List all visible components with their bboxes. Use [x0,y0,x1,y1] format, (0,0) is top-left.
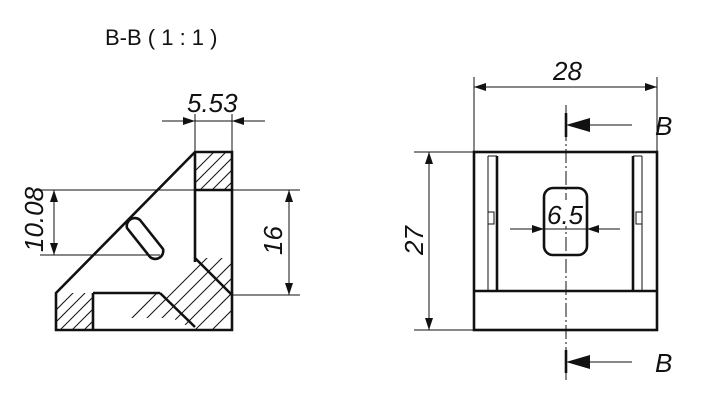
dim-16: 16 [232,189,300,296]
dim-27: 27 [399,151,474,331]
dim-28: 28 [473,56,658,152]
section-marker-bottom: B [564,348,672,378]
front-view: 28 27 6.5 [399,56,672,380]
hatch-top [195,152,232,190]
section-title: B-B ( 1 : 1 ) [105,25,217,50]
dim-text-10-08: 10.08 [19,186,49,252]
dim-text-6-5: 6.5 [547,200,584,230]
dim-6-5: 6.5 [510,200,620,233]
hatch-bottom-left [56,293,93,330]
slot-outline [125,216,165,261]
section-marker-top: B [564,111,672,141]
dim-text-16: 16 [258,226,288,255]
dim-text-28: 28 [552,56,582,86]
section-marker-label-bottom: B [655,348,672,378]
dim-text-5-53: 5.53 [187,88,238,118]
dim-5-53: 5.53 [162,88,265,152]
section-marker-label-top: B [655,111,672,141]
dim-10-08: 10.08 [19,186,195,256]
dim-text-27: 27 [399,225,429,256]
section-view: 5.53 10.08 16 [19,88,300,332]
bracket-outline [54,150,234,332]
